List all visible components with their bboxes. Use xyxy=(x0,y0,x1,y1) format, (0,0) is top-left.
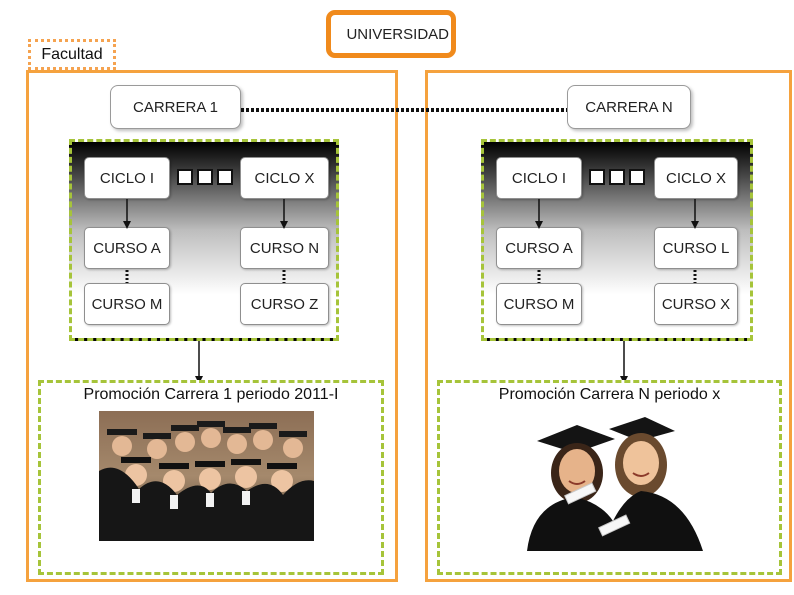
ellipsis-square xyxy=(589,169,605,185)
university-label: UNIVERSIDAD xyxy=(326,10,456,58)
career-box-n: CARRERA N xyxy=(567,85,691,129)
ellipsis-square xyxy=(609,169,625,185)
course-a-box: CURSO A xyxy=(84,227,170,269)
course-m-box: CURSO M xyxy=(84,283,170,325)
career-box-1: CARRERA 1 xyxy=(110,85,241,129)
course-x-box: CURSO X xyxy=(654,283,738,325)
ellipsis-square xyxy=(217,169,233,185)
ellipsis-square xyxy=(629,169,645,185)
promotion-title: Promoción Carrera 1 periodo 2011-I xyxy=(83,386,339,403)
ellipsis-square xyxy=(177,169,193,185)
ellipsis-square xyxy=(197,169,213,185)
promotion-title: Promoción Carrera N periodo x xyxy=(498,386,721,403)
graduates-pair-photo xyxy=(517,411,722,551)
cycle-first-box: CICLO I xyxy=(496,157,582,199)
cycle-first-box: CICLO I xyxy=(84,157,170,199)
cycle-last-box: CICLO X xyxy=(654,157,738,199)
faculty-label: Facultad xyxy=(28,39,116,70)
course-a-box: CURSO A xyxy=(496,227,582,269)
cycle-last-box: CICLO X xyxy=(240,157,329,199)
graduates-group-photo xyxy=(99,411,314,541)
course-m-box: CURSO M xyxy=(496,283,582,325)
course-z-box: CURSO Z xyxy=(240,283,329,325)
